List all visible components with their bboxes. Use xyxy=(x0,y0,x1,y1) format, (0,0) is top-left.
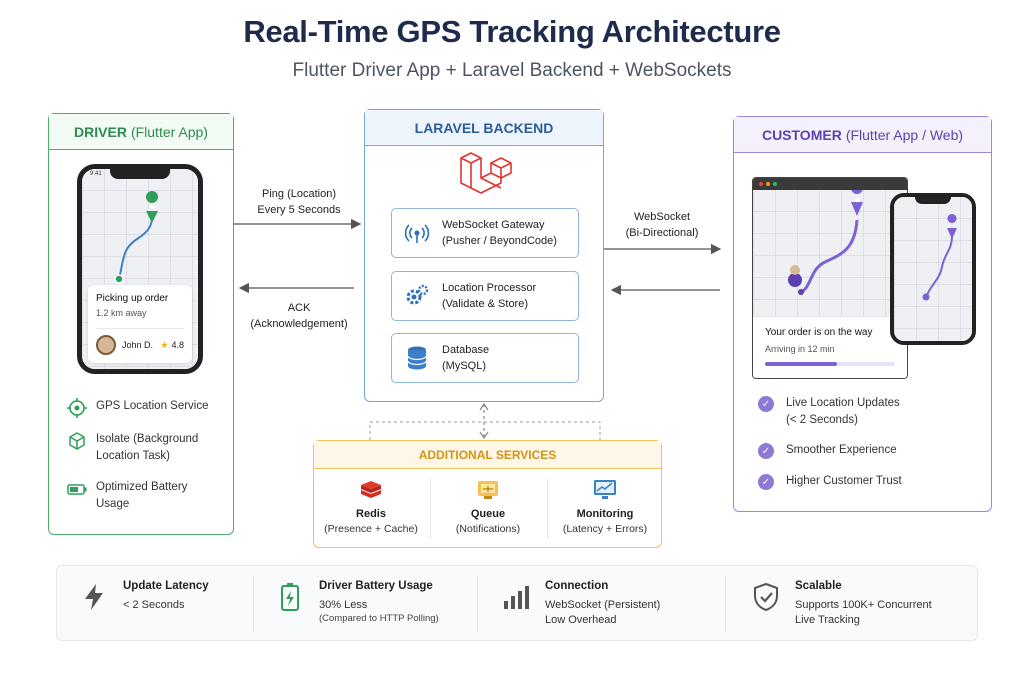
benefit-trust: ✓ Higher Customer Trust xyxy=(758,473,902,490)
database-box: Database(MySQL) xyxy=(391,333,579,383)
pin-icon xyxy=(146,191,159,223)
customer-route-map xyxy=(788,190,863,296)
courier-icon xyxy=(788,273,802,287)
ping-label: Ping (Location)Every 5 Seconds xyxy=(257,188,341,216)
battery-icon xyxy=(67,484,87,495)
laravel-logo-icon xyxy=(460,152,512,194)
additional-services-panel: ADDITIONAL SERVICES Redis (Presence + Ca… xyxy=(313,440,662,548)
route-map xyxy=(114,191,159,284)
lightning-icon xyxy=(85,584,103,610)
backend-panel-header: LARAVEL BACKEND xyxy=(365,110,603,146)
driver-name: John D. xyxy=(122,340,154,350)
websocket-label: WebSocket(Bi-Directional) xyxy=(625,211,699,239)
feature-isolate: Isolate (Background Location Task) xyxy=(67,431,227,465)
driver-status-card: Picking up order 1.2 km away John D. ★ 4… xyxy=(88,285,192,363)
service-redis: Redis (Presence + Cache) xyxy=(314,471,428,543)
isolate-cube-icon xyxy=(69,432,85,450)
check-icon: ✓ xyxy=(758,474,774,490)
websocket-gateway-box: WebSocket Gateway(Pusher / BeyondCode) xyxy=(391,208,579,258)
page-subtitle: Flutter Driver App + Laravel Backend + W… xyxy=(292,60,732,81)
service-queue: Queue (Notifications) xyxy=(431,471,545,543)
benefit-live-updates: ✓ Live Location Updates (< 2 Seconds) xyxy=(758,395,908,429)
shield-check-icon xyxy=(754,582,778,612)
check-icon: ✓ xyxy=(758,396,774,412)
broadcast-icon xyxy=(404,224,430,243)
check-icon: ✓ xyxy=(758,443,774,459)
driver-rating: 4.8 xyxy=(171,340,184,350)
pin-icon xyxy=(947,214,957,239)
order-status: Your order is on the way xyxy=(765,327,873,338)
page-title: Real-Time GPS Tracking Architecture xyxy=(243,14,781,49)
driver-panel: DRIVER(Flutter App) 9:41 Picking up orde… xyxy=(48,113,234,535)
phone-time: 9:41 xyxy=(90,171,102,177)
star-icon: ★ xyxy=(160,339,169,350)
ack-label: ACK(Acknowledgement) xyxy=(250,302,348,330)
backend-panel: LARAVEL BACKEND WebSocket Gateway(Pusher… xyxy=(364,109,604,402)
driver-panel-header: DRIVER(Flutter App) xyxy=(49,114,233,150)
benefit-smoother: ✓ Smoother Experience xyxy=(758,442,897,459)
customer-phone xyxy=(890,193,976,345)
phone-route-map xyxy=(922,214,957,301)
redis-icon xyxy=(361,481,381,498)
queue-icon xyxy=(478,481,498,499)
location-processor-box: Location Processor(Validate & Store) xyxy=(391,271,579,321)
order-status-card: Your order is on the way Arriving in 12 … xyxy=(753,316,907,378)
avatar xyxy=(96,335,116,355)
signal-bars-icon xyxy=(504,586,529,609)
driver-status: Picking up order xyxy=(96,293,169,304)
service-monitoring: Monitoring (Latency + Errors) xyxy=(548,471,662,543)
customer-panel-header: CUSTOMER(Flutter App / Web) xyxy=(734,117,991,153)
driver-distance: 1.2 km away xyxy=(96,308,147,318)
pin-icon xyxy=(851,190,863,216)
feature-battery: Optimized Battery Usage xyxy=(67,479,217,513)
driver-phone: 9:41 Picking up order 1.2 km away John D… xyxy=(77,164,203,374)
feature-gps: GPS Location Service xyxy=(67,398,209,418)
order-progress-bar xyxy=(765,362,895,366)
additional-services-header: ADDITIONAL SERVICES xyxy=(314,441,661,469)
stat-latency: Update Latency< 2 Seconds xyxy=(79,566,209,642)
monitoring-icon xyxy=(594,480,616,499)
gears-icon xyxy=(406,284,429,305)
battery-charge-icon xyxy=(281,583,299,611)
customer-panel: CUSTOMER(Flutter App / Web) Your order i… xyxy=(733,116,992,512)
order-eta: Arriving in 12 min xyxy=(765,344,835,354)
customer-browser: Your order is on the way Arriving in 12 … xyxy=(752,177,908,379)
database-icon xyxy=(407,346,427,370)
stats-bar: Update Latency< 2 Seconds Driver Battery… xyxy=(56,565,978,641)
gps-target-icon xyxy=(67,398,87,418)
